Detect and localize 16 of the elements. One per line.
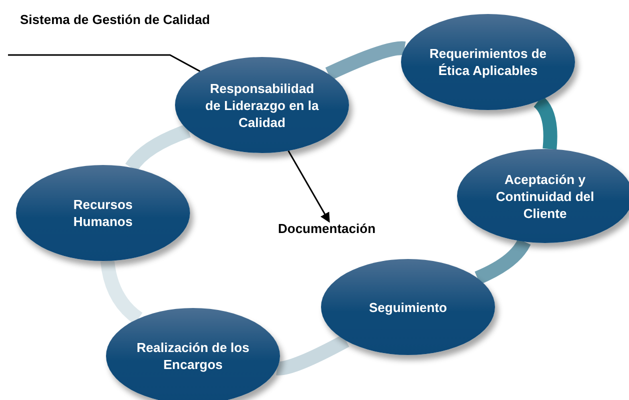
connector-band xyxy=(474,238,531,284)
connector-band xyxy=(533,96,558,150)
connector-band xyxy=(125,124,191,172)
node-label: Recursos Humanos xyxy=(72,196,134,230)
connector-band xyxy=(276,334,350,376)
node-label: Responsabilidad de Liderazgo en la Calidad xyxy=(204,80,320,130)
leader-line xyxy=(8,54,200,72)
node-label: Aceptación y Continuidad del Cliente xyxy=(494,170,596,222)
node-label: Requerimientos de Ética Aplicables xyxy=(428,45,548,79)
node-label: Realización de los Encargos xyxy=(136,339,250,373)
connector-band xyxy=(325,41,406,80)
connector-band xyxy=(100,260,143,324)
arrow xyxy=(288,150,330,223)
node-label: Seguimiento xyxy=(368,298,447,316)
heading: Sistema de Gestión de Calidad xyxy=(20,12,210,27)
node-text: Documentación xyxy=(278,221,376,236)
